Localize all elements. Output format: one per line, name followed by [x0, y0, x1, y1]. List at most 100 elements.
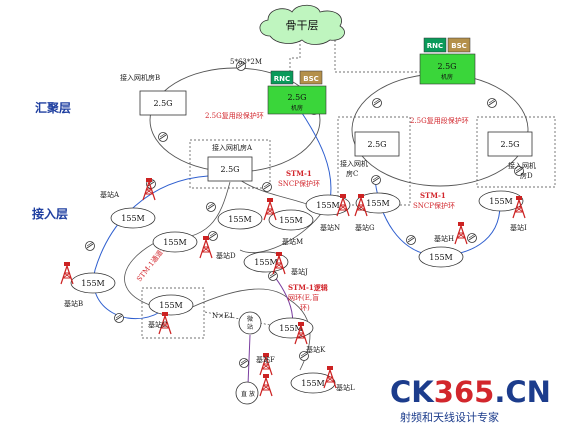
core-left-sub: 机房 — [291, 104, 303, 112]
bsc-left: BSC — [303, 75, 319, 83]
room-b-label: 接入网机房B — [120, 73, 160, 82]
svg-text:155M: 155M — [279, 324, 302, 333]
svg-text:155M: 155M — [429, 253, 452, 262]
stm-logic-1: STM-1逻辑 — [288, 283, 328, 292]
svg-text:155M: 155M — [163, 238, 186, 247]
node-155m-7: 155M — [355, 192, 401, 214]
svg-text:155M: 155M — [301, 379, 324, 388]
node-155m-8: 155M — [478, 190, 524, 212]
room-c-node: 2.5G — [367, 140, 386, 149]
stm-sncp-left-2: SNCP保护环 — [278, 179, 320, 188]
switch-12 — [208, 231, 218, 241]
switch-9 — [85, 241, 95, 251]
node-155m-1: 155M — [110, 207, 156, 229]
stm-logic-3: 环) — [300, 304, 310, 312]
right-msp-label: 2.5G复用段保护环 — [410, 116, 469, 125]
rnc-right: RNC — [427, 42, 443, 50]
room-d-node: 2.5G — [500, 140, 519, 149]
tower-h — [454, 221, 468, 245]
site-c-label: 基站C — [148, 320, 167, 329]
room-d-node-box — [487, 131, 533, 157]
node-155m-4: 155M — [217, 208, 263, 230]
room-d-label-1: 接入网机 — [508, 161, 536, 170]
left-msp-label: 2.5G复用段保护环 — [205, 111, 264, 120]
watermark: CK365.CN 射频和天线设计专家 — [390, 375, 551, 424]
backbone-cloud: 骨干层 — [259, 4, 345, 45]
svg-text:155M: 155M — [279, 216, 302, 225]
core-right-sub: 机房 — [441, 73, 453, 81]
room-b-node: 2.5G — [153, 99, 172, 108]
site-d-label: 基站D — [216, 251, 236, 260]
site-n-label: 基站N — [320, 223, 340, 232]
access-ring-chain — [189, 288, 311, 371]
site-k-label: 基站K — [306, 345, 326, 354]
svg-text:直: 直 — [241, 390, 247, 398]
svg-text:155M: 155M — [316, 201, 339, 210]
rnc-left: RNC — [274, 75, 290, 83]
backbone-label: 骨干层 — [286, 19, 319, 32]
svg-text:155M: 155M — [228, 215, 251, 224]
aggregation-layer-label: 汇聚层 — [35, 101, 71, 115]
stm-logic-2: 网环(E,盲 — [288, 293, 319, 302]
stm-sncp-left-1: STM-1 — [286, 169, 312, 178]
node-155m-2: 155M — [70, 272, 116, 294]
site-h-label: 基站H — [434, 234, 454, 243]
core-left: RNC BSC 2.5G 机房 — [267, 70, 327, 115]
access-layer-label: 接入层 — [32, 206, 68, 221]
room-b-box — [139, 90, 187, 116]
room-a-node: 2.5G — [220, 165, 239, 174]
switch-10 — [206, 202, 216, 212]
room-c-label-1: 接入网机 — [340, 159, 368, 168]
svg-text:155M: 155M — [254, 258, 277, 267]
switch-14 — [406, 235, 416, 245]
watermark-tagline: 射频和天线设计专家 — [400, 410, 499, 424]
core-right-node: 2.5G — [437, 62, 456, 71]
switch-7 — [371, 175, 381, 185]
switch-4 — [372, 98, 382, 108]
site-l-label: 基站L — [336, 383, 355, 392]
node-155m-11: 155M — [148, 294, 194, 316]
svg-text:155M: 155M — [121, 214, 144, 223]
site-j-label: 基站J — [291, 267, 308, 276]
relay-link — [247, 334, 251, 386]
svg-text:155M: 155M — [366, 199, 389, 208]
site-i-label: 基站I — [510, 223, 527, 232]
svg-text:155M: 155M — [489, 197, 512, 206]
switch-1 — [158, 132, 168, 142]
node-155m-5: 155M — [268, 209, 314, 231]
switch-11 — [262, 182, 272, 192]
room-c-node-box — [354, 131, 400, 157]
site-b-label: 基站B — [64, 299, 83, 308]
stm-sncp-right-1: STM-1 — [420, 191, 446, 200]
ring-link-label: 5*63*2M — [230, 58, 262, 66]
site-g-label: 基站G — [355, 223, 375, 232]
tower-e — [259, 373, 273, 397]
core-right: RNC BSC 2.5G 机房 — [419, 37, 476, 85]
access-ring-left — [93, 175, 209, 320]
room-d-box — [476, 116, 556, 188]
switch-5 — [487, 98, 497, 108]
room-a-label: 接入网机房A — [212, 143, 253, 152]
site-a-label: 基站A — [100, 190, 120, 199]
right-msp-ring — [351, 73, 529, 187]
switch-16 — [239, 358, 249, 368]
svg-text:微: 微 — [247, 315, 253, 323]
room-d-label-2: 房D — [520, 171, 533, 180]
switch-13 — [467, 233, 477, 243]
svg-text:155M: 155M — [159, 301, 182, 310]
node-155m-3: 155M — [152, 231, 198, 253]
node-155m-12: 155M — [268, 317, 314, 339]
site-f-label: 基站F — [256, 355, 275, 364]
core-left-node: 2.5G — [287, 93, 306, 102]
access-ring-mid — [239, 179, 321, 253]
watermark-logo: CK365.CN — [390, 375, 551, 409]
backbone-link-left — [289, 40, 301, 75]
svg-text:站: 站 — [247, 323, 253, 331]
stm-sncp-right-2: SNCP保护环 — [413, 201, 455, 210]
site-m-label: 基站M — [282, 237, 303, 246]
left-msp-ring — [149, 67, 321, 173]
node-155m-10: 155M — [418, 246, 464, 268]
room-a-box — [189, 139, 271, 189]
switch-15 — [114, 313, 124, 323]
